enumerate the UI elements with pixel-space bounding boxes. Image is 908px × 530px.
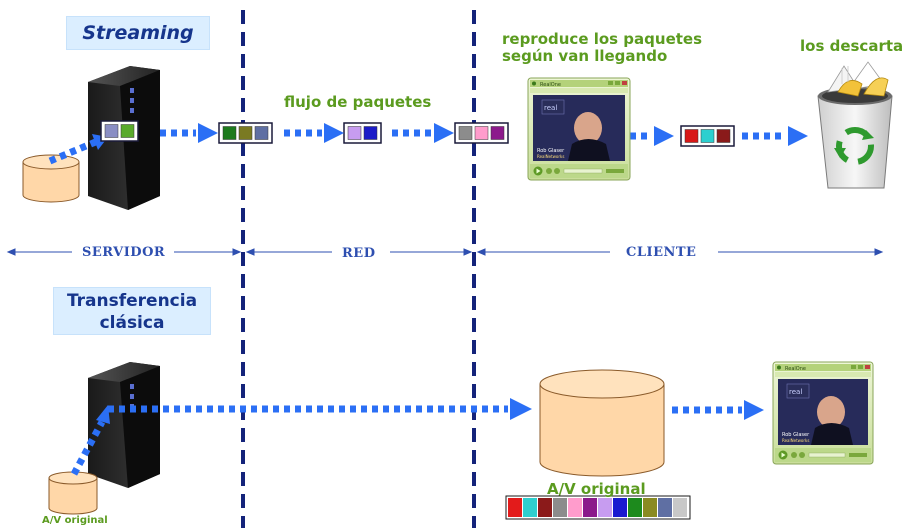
classic-title-line1: Transferencia xyxy=(66,291,198,311)
strip-cell xyxy=(568,498,582,517)
play-label-line2: según van llegando xyxy=(502,47,668,65)
source-cylinder-classic-icon xyxy=(48,471,98,515)
play-label-line1: reproduce los paquetes xyxy=(502,30,703,48)
packet-cell xyxy=(363,126,378,140)
streaming-flow-arrows xyxy=(160,123,808,146)
media-player-window-classic-icon: RealOne real Rob Glaser RealNetworks xyxy=(772,361,874,465)
zone-label-network: RED xyxy=(342,246,376,261)
player-caption-line1: Rob Glaser xyxy=(537,148,565,154)
play-label: reproduce los paquetes según van llegand… xyxy=(502,31,702,65)
packet-cell xyxy=(120,124,135,138)
packet-cell xyxy=(716,129,731,143)
classic-title: Transferencia clásica xyxy=(53,287,211,335)
strip-cell xyxy=(553,498,567,517)
packet-discarded xyxy=(680,125,735,147)
strip-cell xyxy=(583,498,597,517)
streaming-title: Streaming xyxy=(66,16,210,50)
file-color-strip xyxy=(505,495,691,520)
strip-cell xyxy=(538,498,552,517)
player-name-classic: RealOne xyxy=(785,366,806,372)
streaming-title-text: Streaming xyxy=(82,22,194,44)
destination-cylinder-icon xyxy=(539,369,665,477)
zone-client-arrows xyxy=(476,248,884,256)
strip-cell xyxy=(628,498,642,517)
arrow-source-to-server xyxy=(48,137,100,165)
player-name: RealOne xyxy=(540,82,561,88)
strip-cell xyxy=(598,498,612,517)
arrow-head-classic-to-player xyxy=(744,400,764,420)
packet-cell xyxy=(490,126,505,140)
source-label: A/V original xyxy=(42,515,108,526)
strip-cell xyxy=(613,498,627,517)
packet-cell xyxy=(684,129,699,143)
packet-cell xyxy=(700,129,715,143)
zone-network-arrows xyxy=(245,248,473,256)
strip-cell xyxy=(523,498,537,517)
strip-cell xyxy=(673,498,687,517)
strip-cell xyxy=(508,498,522,517)
player-caption-line2: RealNetworks xyxy=(537,154,564,159)
packet-cell xyxy=(458,126,473,140)
recycle-bin-icon xyxy=(817,61,893,189)
zone-server-arrows xyxy=(6,248,242,256)
packet-server-exit xyxy=(218,122,273,144)
arrow-classic-up xyxy=(70,420,106,476)
packet-in-network xyxy=(343,122,382,144)
arrow-head-classic-up xyxy=(96,405,110,424)
arrow-head-classic-transfer xyxy=(510,398,532,420)
player-caption-classic-line1: Rob Glaser xyxy=(782,432,810,438)
packet-at-client xyxy=(454,122,509,144)
zone-label-client: CLIENTE xyxy=(626,245,697,260)
strip-cell xyxy=(643,498,657,517)
server-tower-classic-icon xyxy=(88,362,160,488)
flow-label: flujo de paquetes xyxy=(284,93,432,111)
packet-cell xyxy=(222,126,237,140)
packet-cell xyxy=(104,124,119,138)
packet-cell xyxy=(238,126,253,140)
media-player-window-icon: RealOne real Rob Glaser RealNetworks xyxy=(527,77,631,181)
destination-label: A/V original xyxy=(547,480,646,498)
player-caption-classic-line2: RealNetworks xyxy=(782,438,809,443)
classic-title-line2: clásica xyxy=(99,313,165,333)
discard-label: los descarta xyxy=(800,37,904,55)
svg-text:real: real xyxy=(789,388,802,396)
packet-cell xyxy=(254,126,269,140)
packet-in-server xyxy=(100,120,139,142)
strip-cell xyxy=(658,498,672,517)
packet-cell xyxy=(347,126,362,140)
zone-label-server: SERVIDOR xyxy=(82,245,166,260)
packet-cell xyxy=(474,126,489,140)
svg-text:real: real xyxy=(544,104,557,112)
